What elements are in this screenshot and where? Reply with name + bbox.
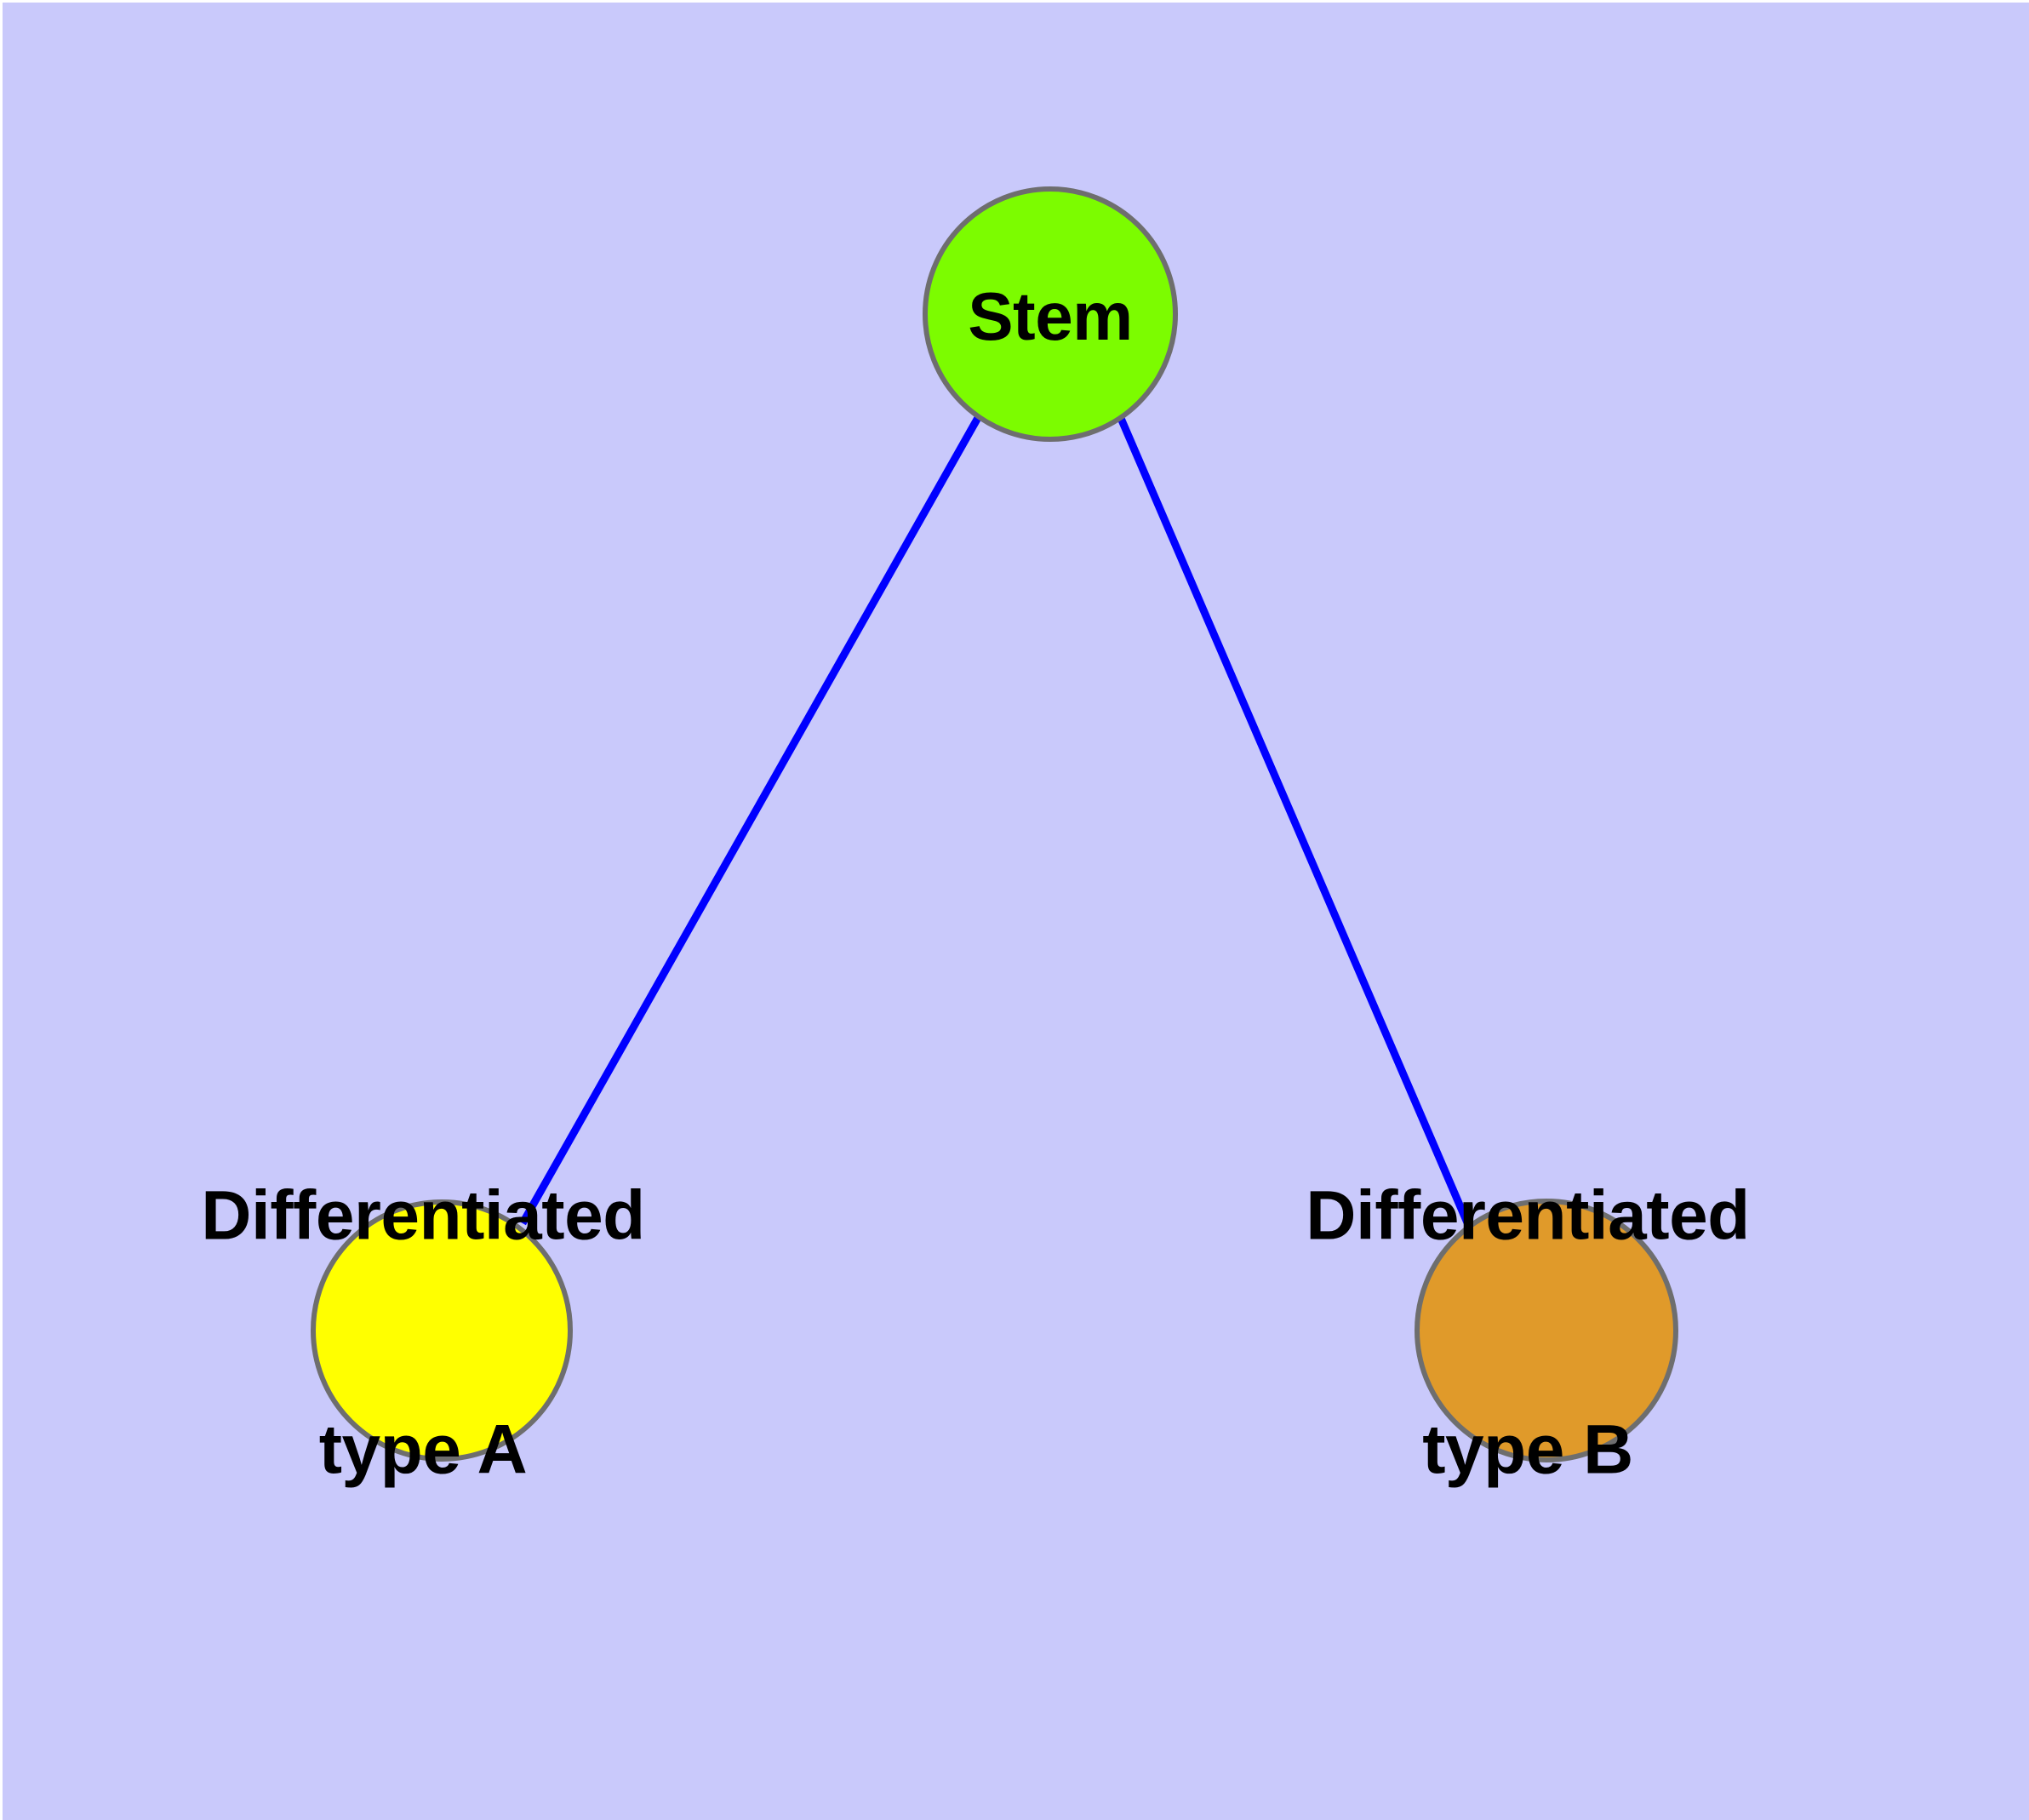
- node-differentiated-type-a[interactable]: [311, 1199, 573, 1462]
- edge-group: [519, 414, 1473, 1228]
- edge-stem-to-differentiated-type-b[interactable]: [1116, 415, 1473, 1228]
- node-differentiated-type-b[interactable]: [1415, 1199, 1678, 1462]
- node-group: [311, 186, 1678, 1462]
- node-stem[interactable]: [923, 186, 1178, 442]
- edge-stem-to-differentiated-type-a[interactable]: [519, 414, 982, 1226]
